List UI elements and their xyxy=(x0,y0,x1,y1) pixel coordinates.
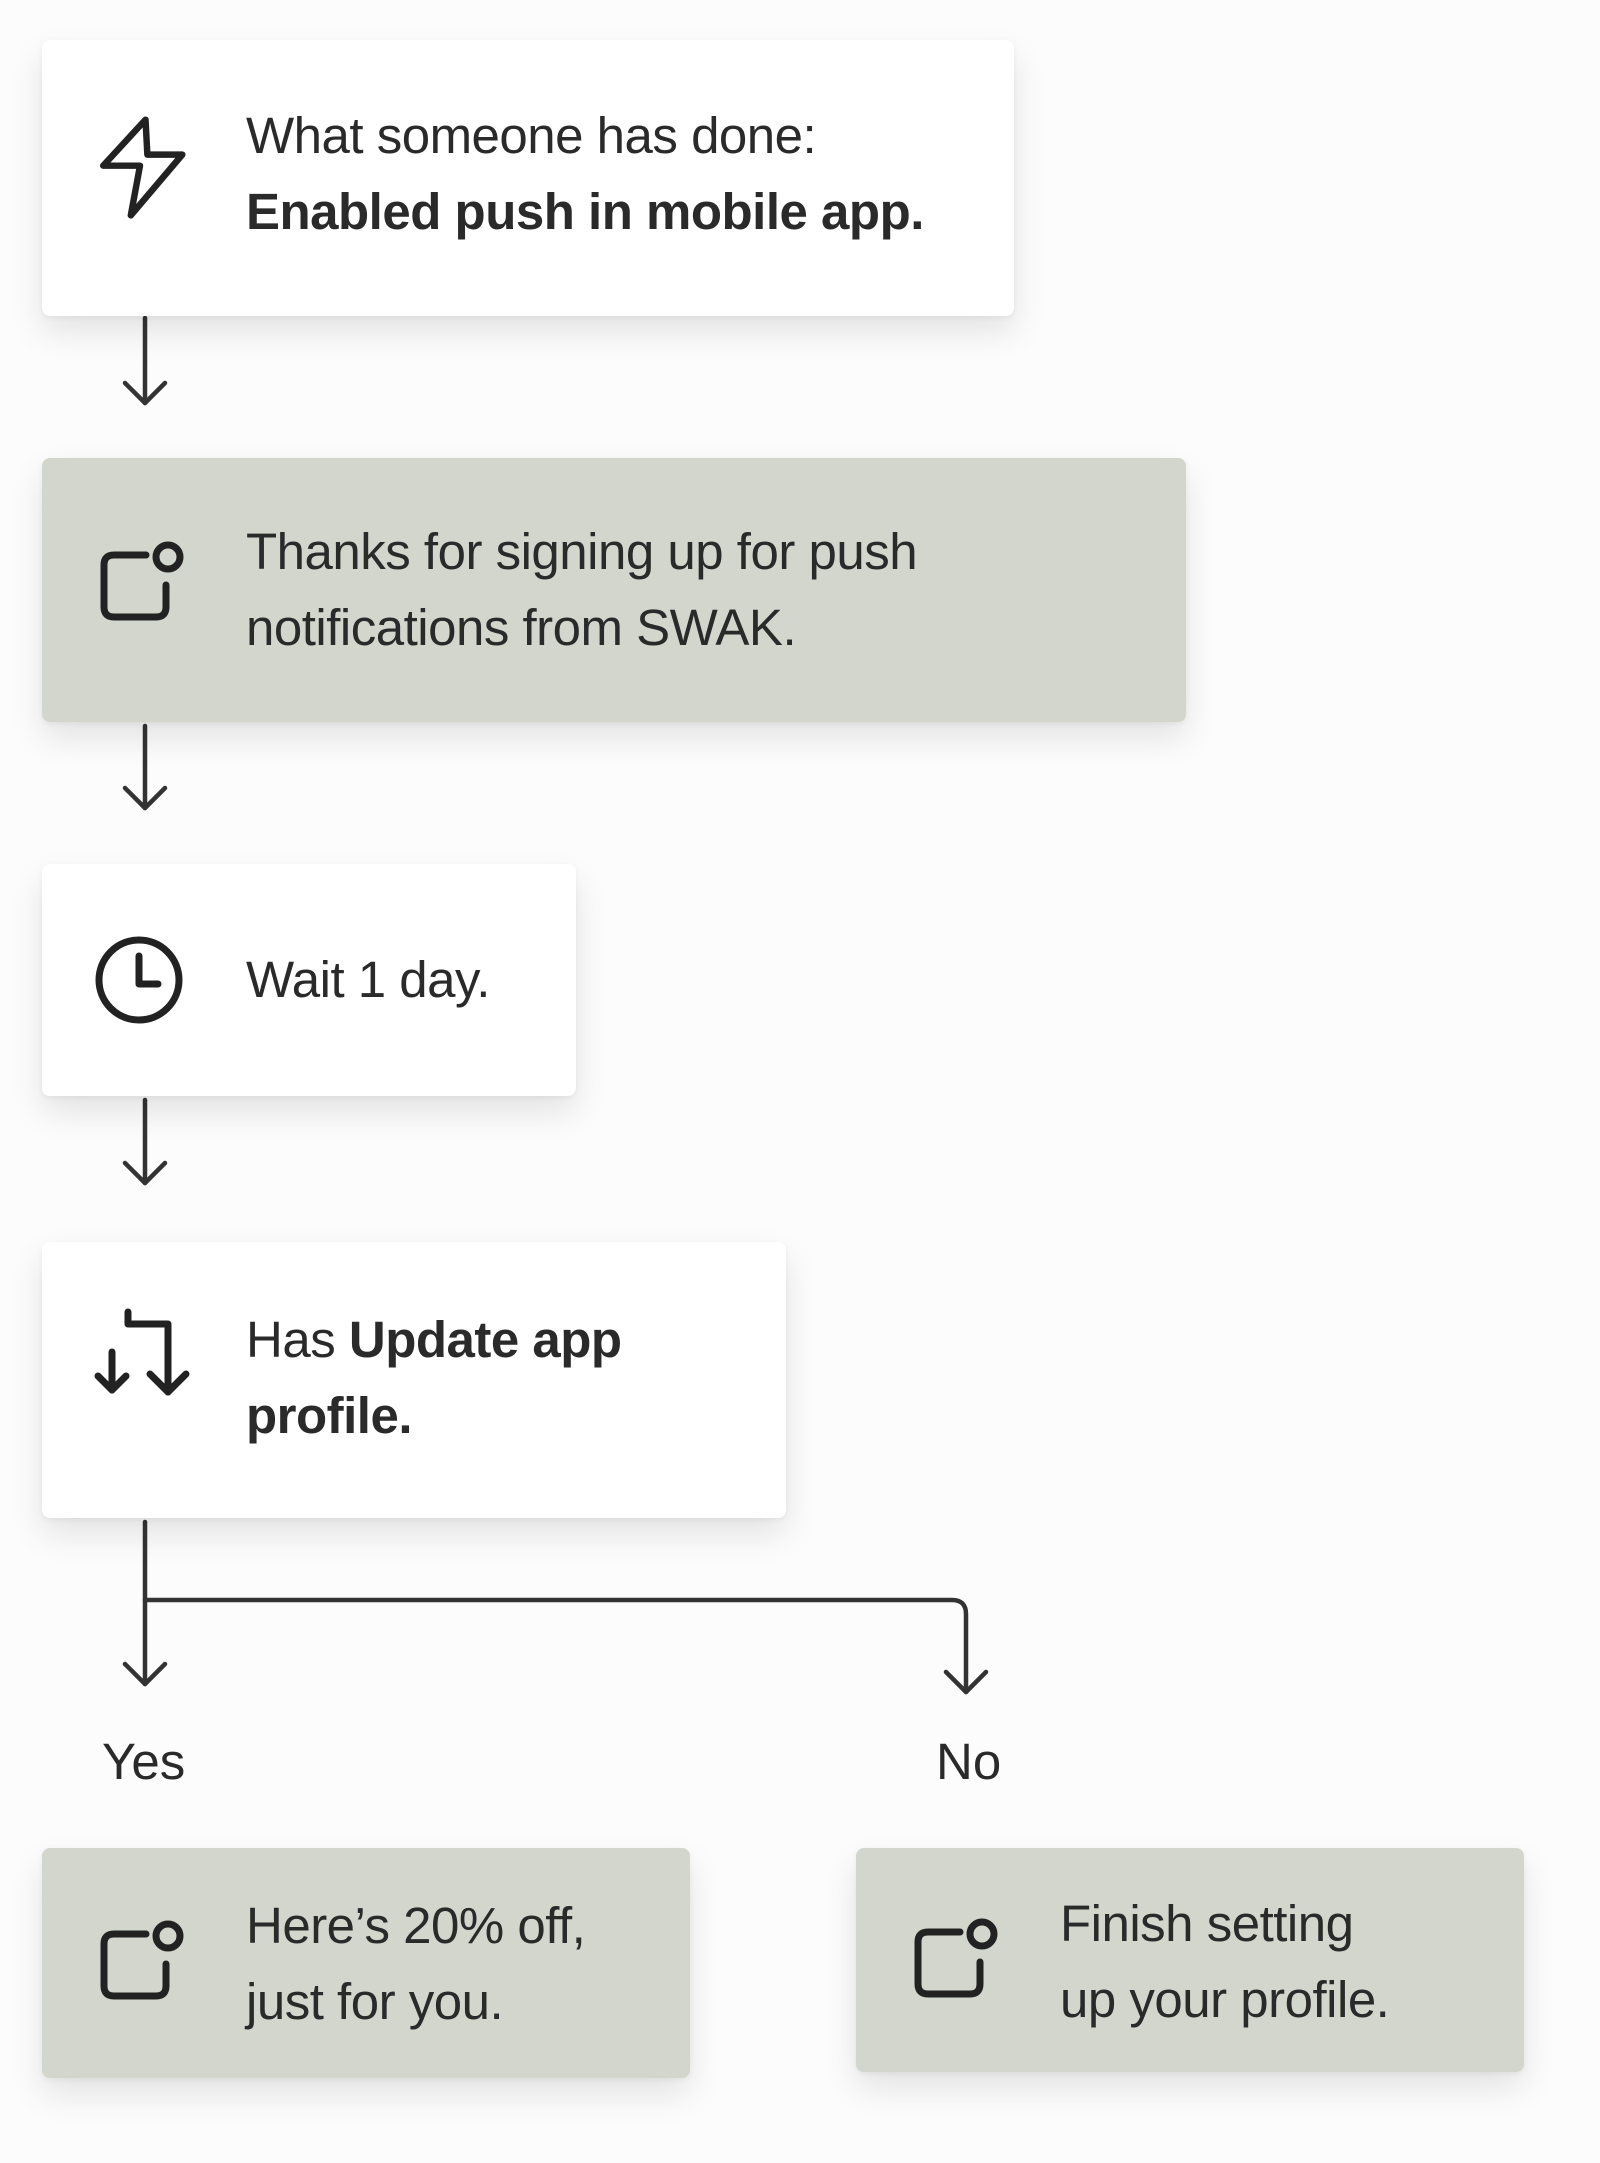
message-card-welcome[interactable]: Thanks for signing up for push notificat… xyxy=(42,458,1186,722)
delay-card[interactable]: Wait 1 day. xyxy=(42,864,576,1096)
message-text: Here’s 20% off, just for you. xyxy=(246,1888,586,2040)
lightning-bolt-icon xyxy=(94,116,194,219)
delay-text: Wait 1 day. xyxy=(246,942,490,1018)
message-card-no[interactable]: Finish setting up your profile. xyxy=(856,1848,1524,2072)
clock-icon xyxy=(94,930,194,1030)
split-branch-icon xyxy=(94,1304,194,1404)
message-line-1: Thanks for signing up for push xyxy=(246,523,918,580)
trigger-text: What someone has done: Enabled push in m… xyxy=(246,98,924,250)
push-notification-icon xyxy=(94,533,194,633)
condition-card[interactable]: Has Update app profile. xyxy=(42,1242,786,1518)
message-line-2: up your profile. xyxy=(1060,1971,1390,2028)
arrow-down-icon xyxy=(122,723,168,811)
trigger-label: What someone has done: xyxy=(246,107,817,164)
branch-connector xyxy=(122,1519,989,1695)
condition-text: Has Update app profile. xyxy=(246,1302,622,1454)
push-notification-icon xyxy=(94,1912,194,2012)
condition-property: Update app xyxy=(348,1311,622,1368)
message-line-1: Finish setting xyxy=(1060,1895,1354,1952)
message-text: Finish setting up your profile. xyxy=(1060,1886,1390,2038)
arrow-down-icon xyxy=(122,1097,168,1186)
push-notification-icon xyxy=(908,1910,1008,2010)
arrow-down-icon xyxy=(122,315,168,406)
delay-label: Wait 1 day. xyxy=(246,951,490,1008)
message-text: Thanks for signing up for push notificat… xyxy=(246,514,918,666)
message-line-2: notifications from SWAK. xyxy=(246,599,797,656)
message-card-yes[interactable]: Here’s 20% off, just for you. xyxy=(42,1848,690,2078)
condition-property-cont: profile. xyxy=(246,1387,413,1444)
condition-prefix: Has xyxy=(246,1311,349,1368)
message-line-1: Here’s 20% off, xyxy=(246,1897,586,1954)
message-line-2: just for you. xyxy=(246,1973,504,2030)
trigger-card[interactable]: What someone has done: Enabled push in m… xyxy=(42,40,1014,316)
trigger-event: Enabled push in mobile app. xyxy=(246,183,924,240)
branch-label-yes: Yes xyxy=(102,1733,186,1790)
branch-label-no: No xyxy=(936,1733,1002,1790)
